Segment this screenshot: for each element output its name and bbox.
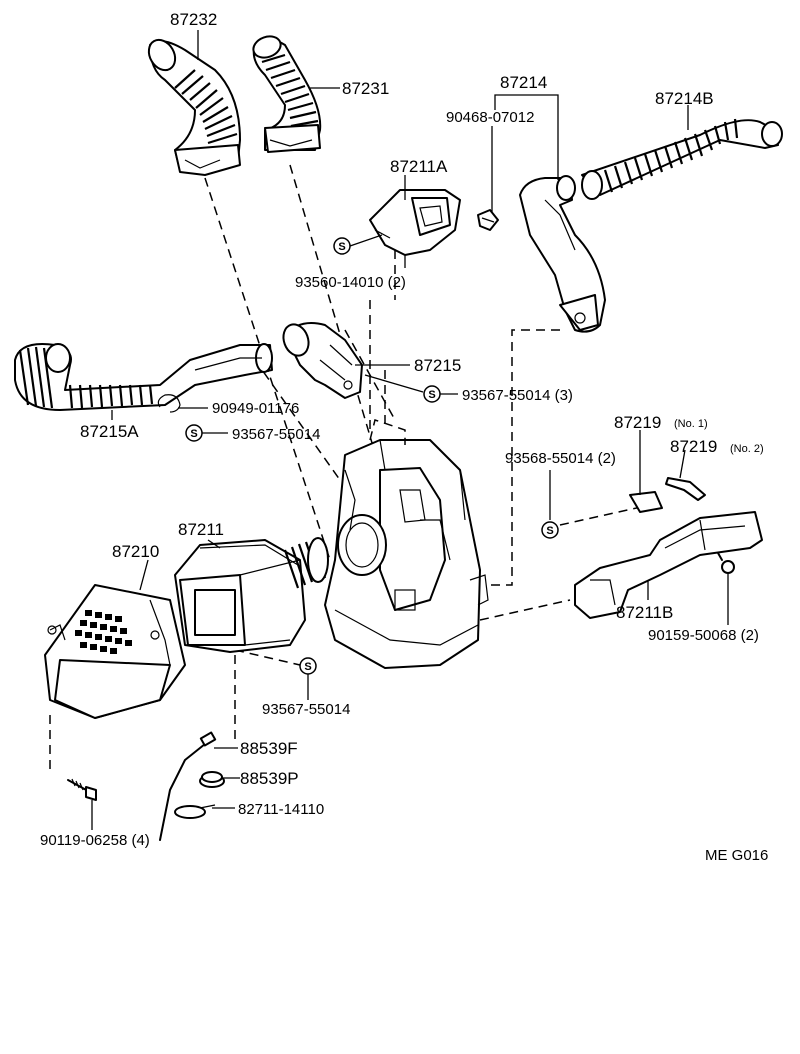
- hose-87214b: [581, 118, 783, 200]
- leader-lines: [91, 30, 729, 830]
- label-87219-no2: 87219: [670, 437, 717, 456]
- svg-text:S: S: [304, 661, 311, 673]
- duct-87231: [252, 35, 322, 153]
- seal-symbol: S: [423, 385, 441, 403]
- label-87219-no2-note: (No. 2): [730, 443, 764, 455]
- label-87214b: 87214B: [655, 89, 714, 108]
- duct-87214: [519, 175, 606, 333]
- hose-87215a: [14, 343, 273, 411]
- label-88539f: 88539F: [240, 739, 298, 758]
- seal-symbol: S: [541, 521, 559, 539]
- label-88539p: 88539P: [240, 769, 299, 788]
- svg-text:S: S: [190, 428, 197, 440]
- label-87215: 87215: [414, 356, 461, 375]
- duct-87232: [147, 38, 241, 176]
- label-90119-06258: 90119-06258 (4): [40, 832, 150, 849]
- seal-symbol: S: [333, 237, 351, 255]
- duct-87211b: [574, 511, 763, 619]
- label-90468-07012: 90468-07012: [446, 109, 534, 126]
- hose-88539f: [159, 731, 217, 841]
- bracket-87219-no1: [629, 491, 663, 513]
- label-87219-no1: 87219: [614, 413, 661, 432]
- clip-90949: [157, 394, 181, 413]
- label-87215a: 87215A: [80, 422, 139, 441]
- seal-symbol: S: [299, 657, 317, 675]
- label-93567-55014-3: 93567-55014 (3): [462, 387, 573, 404]
- label-93568-55014: 93568-55014 (2): [505, 450, 616, 467]
- filter-grid: [75, 610, 132, 654]
- part-labels: 87232 87231 87214 87214B 90468-07012 872…: [40, 10, 768, 864]
- label-93567-55014-a: 93567-55014: [232, 426, 320, 443]
- duct-87211a: [369, 189, 461, 256]
- svg-text:S: S: [428, 389, 435, 401]
- label-87211a: 87211A: [390, 157, 448, 176]
- label-90949-01176: 90949-01176: [212, 400, 299, 417]
- diagram-code: ME G016: [705, 847, 768, 864]
- grommet-88539p: [199, 771, 225, 788]
- label-87231: 87231: [342, 79, 389, 98]
- screw-90119: [67, 778, 97, 801]
- svg-text:S: S: [338, 241, 345, 253]
- bolt-90159: [717, 552, 735, 574]
- clip-90468: [477, 209, 499, 231]
- clamp-82711: [174, 804, 216, 819]
- label-87214: 87214: [500, 73, 547, 92]
- label-87211b: 87211B: [616, 603, 673, 622]
- duct-87211: [174, 537, 329, 653]
- svg-text:S: S: [546, 525, 553, 537]
- elbow-87215: [282, 322, 363, 399]
- label-82711-14110: 82711-14110: [238, 801, 324, 818]
- label-87219-no1-note: (No. 1): [674, 418, 708, 430]
- label-87211: 87211: [178, 520, 224, 539]
- label-93560-14010: 93560-14010 (2): [295, 274, 406, 291]
- label-93567-55014-b: 93567-55014: [262, 701, 350, 718]
- label-87232: 87232: [170, 10, 217, 29]
- blower-case: [324, 419, 489, 669]
- bracket-87219-no2: [665, 477, 706, 501]
- label-87210: 87210: [112, 542, 159, 561]
- case-87210: [44, 584, 186, 719]
- seal-symbol: S: [185, 424, 203, 442]
- label-90159-50068: 90159-50068 (2): [648, 627, 759, 644]
